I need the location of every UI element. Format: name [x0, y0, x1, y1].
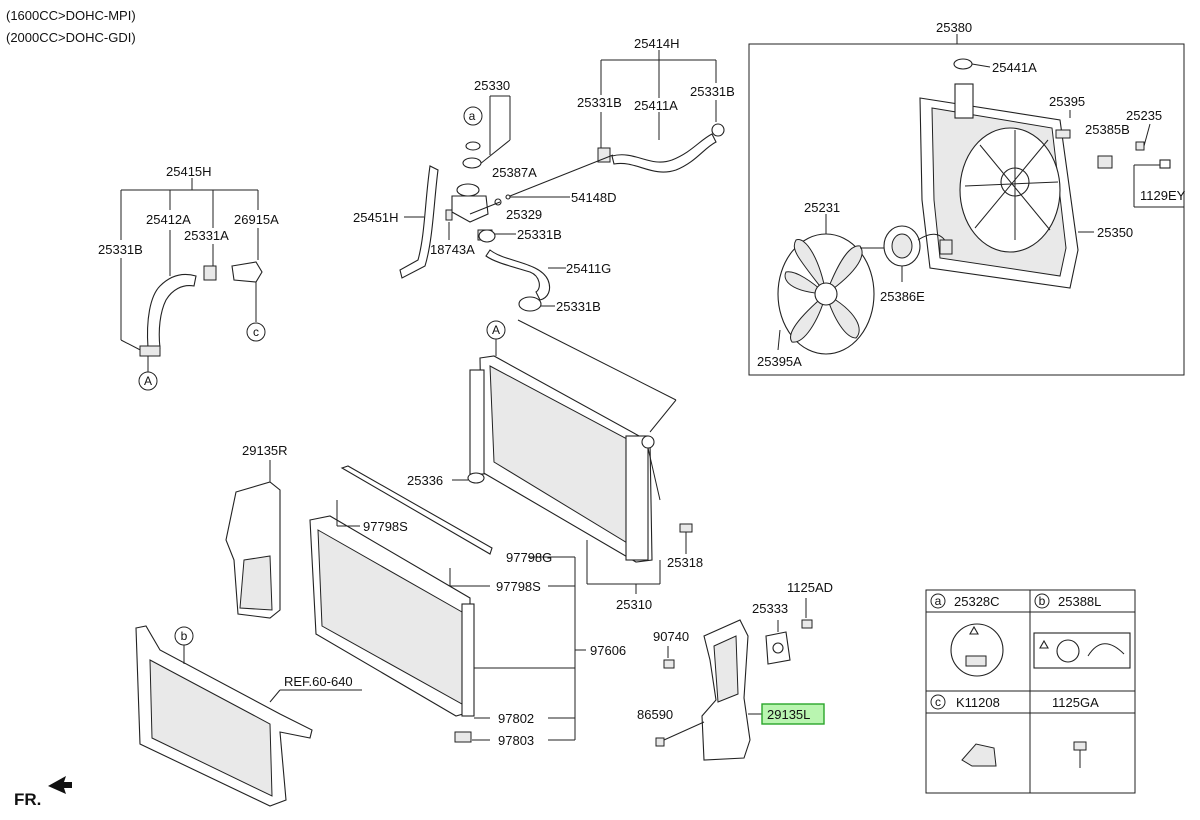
callout-c-left — [246, 322, 266, 342]
label-25331B-top-left: 25331B — [577, 95, 622, 110]
warning-label-icon — [1033, 632, 1131, 669]
label-25331B-left: 25331B — [98, 242, 143, 257]
front-carrier — [135, 625, 362, 807]
label-25329: 25329 — [506, 207, 542, 222]
label-97606: 97606 — [590, 643, 626, 658]
label-25331B-mid: 25331B — [517, 227, 562, 242]
label-97798G: 97798G — [506, 550, 552, 565]
front-label: FR. — [14, 790, 41, 809]
left-hose-group — [120, 178, 266, 391]
label-25395: 25395 — [1049, 94, 1085, 109]
callout-c-text: c — [253, 325, 259, 339]
label-25310: 25310 — [616, 597, 652, 612]
upper-hose-group — [509, 50, 725, 197]
label-25386E: 25386E — [880, 289, 925, 304]
radiator-group — [452, 319, 693, 594]
label-25387A: 25387A — [492, 165, 537, 180]
clip-icon — [961, 743, 997, 767]
label-90740: 90740 — [653, 629, 689, 644]
label-25415H: 25415H — [166, 164, 212, 179]
screw-icon — [1073, 741, 1087, 751]
label-97802: 97802 — [498, 711, 534, 726]
callout-A-left-text: A — [144, 374, 152, 388]
label-25318: 25318 — [667, 555, 703, 570]
callout-a-top — [463, 106, 483, 126]
label-25395A: 25395A — [757, 354, 802, 369]
legend-key-a: a — [935, 594, 942, 608]
engine-line-2: (2000CC>DOHC-GDI) — [6, 30, 136, 45]
label-1125AD: 1125AD — [787, 580, 833, 595]
label-25441A: 25441A — [992, 60, 1037, 75]
callout-a-text: a — [469, 109, 476, 123]
lower-hose-group — [478, 229, 566, 312]
ref-label: REF.60-640 — [284, 674, 353, 689]
label-25331B-top-right: 25331B — [690, 84, 735, 99]
label-97798S-b: 97798S — [496, 579, 541, 594]
label-25350: 25350 — [1097, 225, 1133, 240]
engine-line-1: (1600CC>DOHC-MPI) — [6, 8, 136, 23]
label-25336: 25336 — [407, 473, 443, 488]
legend-key-b: b — [1039, 594, 1046, 608]
label-25412A: 25412A — [146, 212, 191, 227]
highlight-29135L[interactable] — [761, 703, 825, 725]
legend-part-b: 25388L — [1058, 594, 1101, 609]
label-25331B-low: 25331B — [556, 299, 601, 314]
label-25331A: 25331A — [184, 228, 229, 243]
label-25380: 25380 — [936, 20, 972, 35]
label-25411A: 25411A — [634, 98, 678, 113]
overflow-hose — [399, 165, 453, 279]
legend-part-a: 25328C — [954, 594, 1000, 609]
label-25231: 25231 — [804, 200, 840, 215]
legend-part-d: 1125GA — [1052, 695, 1099, 710]
front-direction-arrow-icon — [48, 776, 72, 794]
label-29135R: 29135R — [242, 443, 288, 458]
label-97798S-a: 97798S — [363, 519, 408, 534]
legend-part-c: K11208 — [956, 695, 1000, 710]
air-guard-left-part — [655, 598, 813, 761]
label-25330: 25330 — [474, 78, 510, 93]
label-26915A: 26915A — [234, 212, 279, 227]
filler-neck-group — [451, 95, 570, 241]
callout-A-radiator-text: A — [492, 323, 500, 337]
label-25414H: 25414H — [634, 36, 680, 51]
fan-assembly-box — [748, 34, 1185, 376]
label-18743A: 18743A — [430, 242, 475, 257]
air-guard-right-part — [225, 460, 281, 619]
label-25411G: 25411G — [566, 261, 611, 276]
label-97803: 97803 — [498, 733, 534, 748]
label-1129EY: 1129EY — [1140, 188, 1186, 203]
label-54148D: 54148D — [571, 190, 617, 205]
label-25385B: 25385B — [1085, 122, 1130, 137]
label-25451H: 25451H — [353, 210, 399, 225]
condenser-group — [309, 465, 586, 743]
label-86590: 86590 — [637, 707, 673, 722]
legend-key-c: c — [935, 695, 941, 709]
callout-b-carrier-text: b — [181, 629, 188, 643]
radiator-cap-icon — [950, 623, 1004, 677]
label-25333: 25333 — [752, 601, 788, 616]
legend-table — [925, 589, 1136, 794]
label-25235: 25235 — [1126, 108, 1162, 123]
label-29135L[interactable]: 29135L — [767, 707, 810, 722]
